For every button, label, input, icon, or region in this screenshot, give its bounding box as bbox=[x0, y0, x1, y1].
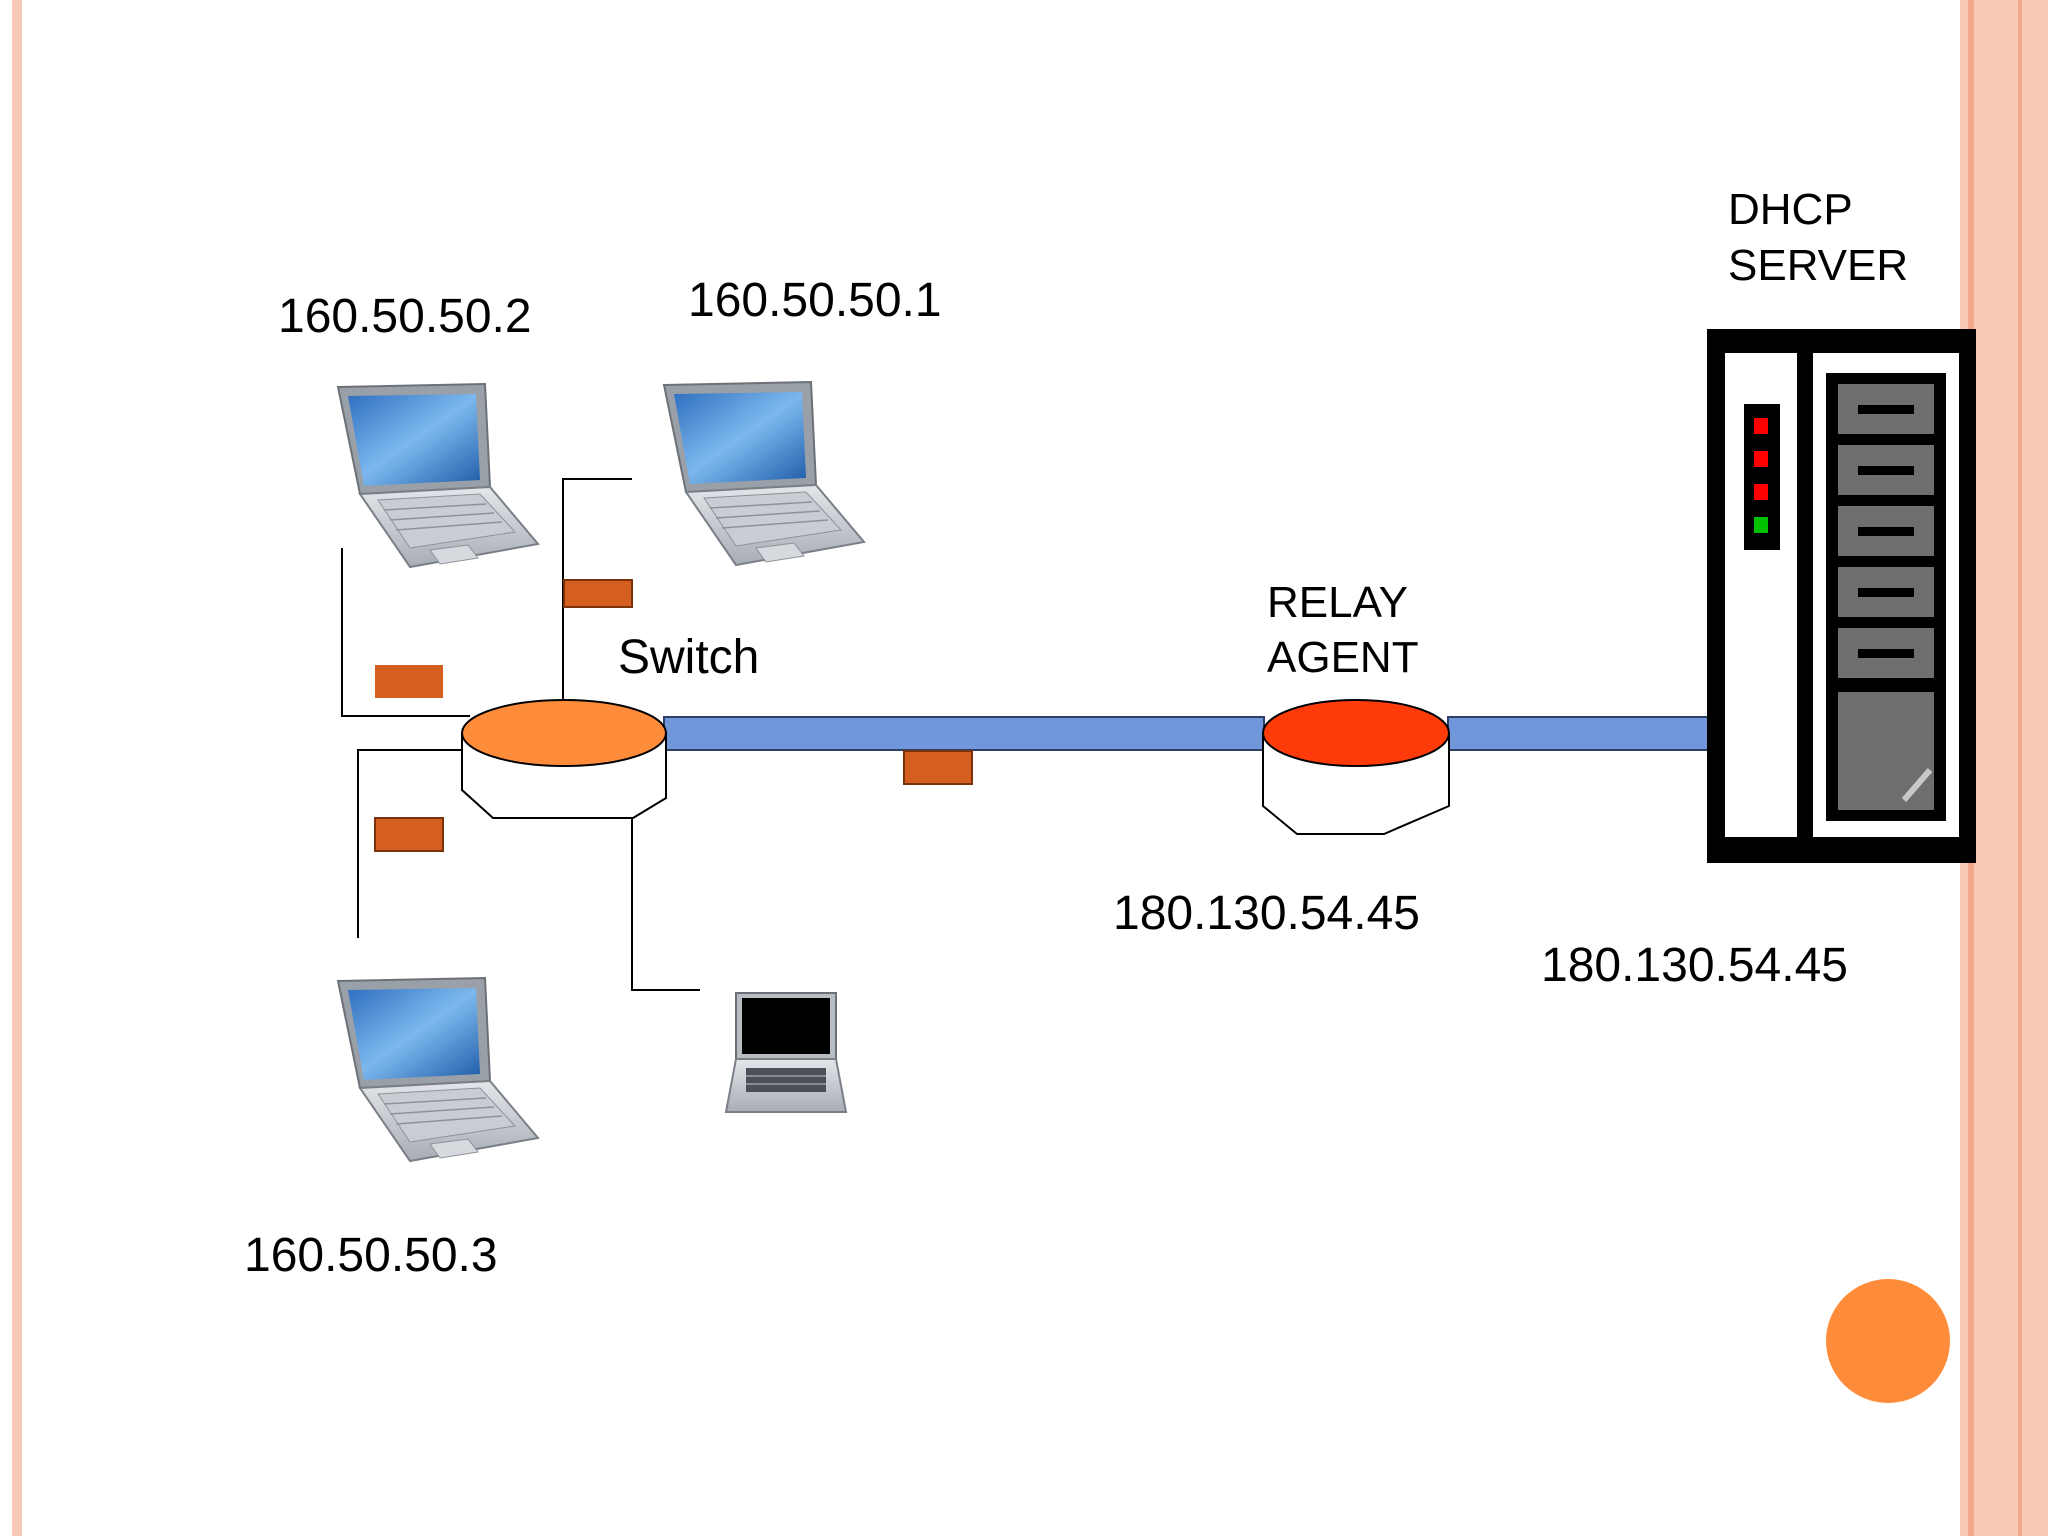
relay-ip-label: 180.130.54.45 bbox=[1113, 887, 1420, 940]
cable-pc2-switch bbox=[341, 548, 470, 717]
accent-circle bbox=[1826, 1279, 1950, 1403]
slide-left-border bbox=[12, 0, 22, 1536]
pc1-ip-label: 160.50.50.1 bbox=[688, 274, 942, 327]
pc3-ip-label: 160.50.50.3 bbox=[244, 1229, 498, 1282]
laptop-icon bbox=[724, 992, 848, 1113]
laptop-icon bbox=[337, 383, 539, 568]
slide-right-border-line bbox=[2018, 0, 2022, 1536]
link-switch-relay bbox=[663, 716, 1265, 751]
relay-label-line2: AGENT bbox=[1267, 633, 1419, 682]
packet-pc1 bbox=[563, 579, 633, 608]
server-ip-label: 180.130.54.45 bbox=[1541, 939, 1848, 992]
packet-backbone bbox=[903, 750, 973, 785]
server-label-line1: DHCP bbox=[1728, 185, 1853, 234]
relay-label-line1: RELAY bbox=[1267, 578, 1408, 627]
switch-device bbox=[461, 699, 667, 819]
server-rack-icon bbox=[1707, 329, 1976, 863]
switch-label: Switch bbox=[618, 631, 759, 684]
cable-pc1-switch bbox=[562, 478, 632, 700]
cable-pc3-switch bbox=[357, 749, 462, 938]
server-label-line2: SERVER bbox=[1728, 241, 1908, 290]
pc2-ip-label: 160.50.50.2 bbox=[278, 290, 532, 343]
laptop-icon bbox=[337, 977, 539, 1162]
packet-pc3 bbox=[374, 817, 444, 852]
relay-agent-device bbox=[1262, 699, 1450, 835]
laptop-icon bbox=[663, 381, 865, 566]
cable-pc4-switch bbox=[631, 768, 700, 991]
link-relay-server bbox=[1447, 716, 1711, 751]
packet-pc2 bbox=[375, 665, 443, 698]
